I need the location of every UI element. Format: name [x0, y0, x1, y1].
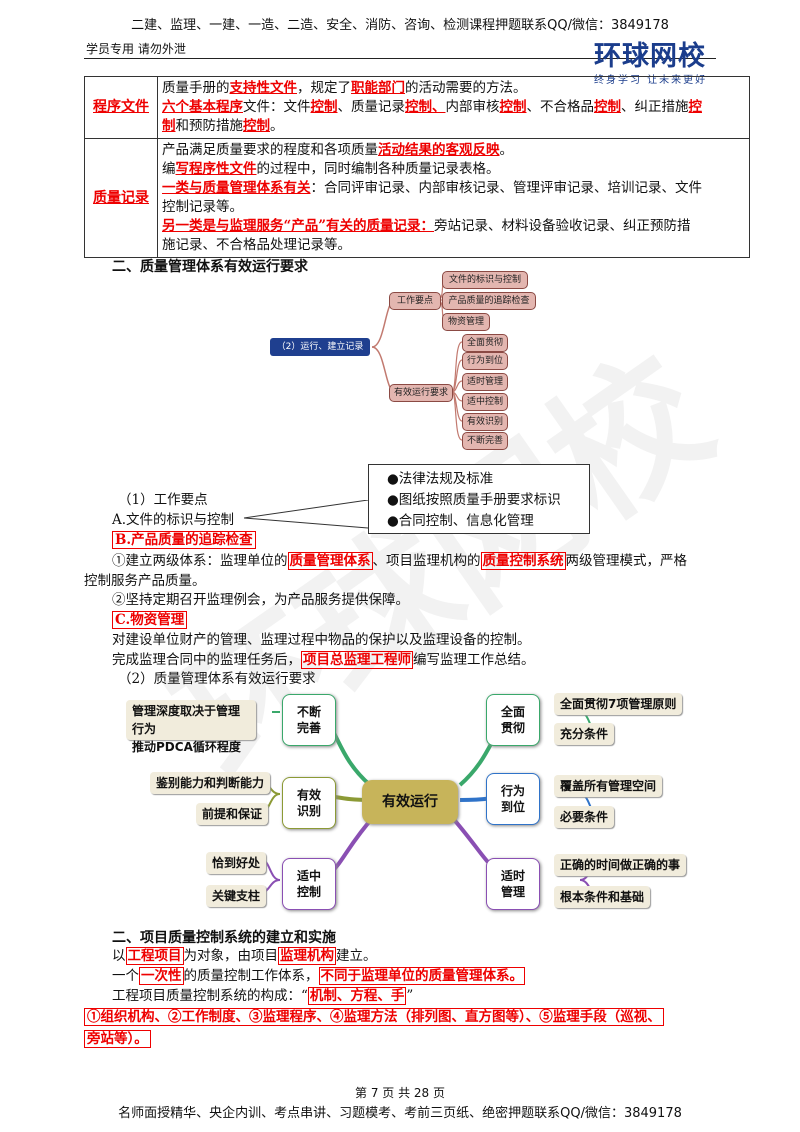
mindmap-leaf: 有效识别: [462, 413, 508, 431]
work-point-b1: ①建立两级体系：监理单位的质量管理体系、项目监理机构的质量控制系统两级管理模式，…: [112, 552, 687, 570]
mindmap-leaf: 不断完善: [462, 432, 508, 450]
work-point-c1: 对建设单位财产的管理、监理过程中物品的保护以及监理设备的控制。: [112, 632, 531, 648]
mindmap-leaf: 鉴别能力和判断能力: [150, 772, 271, 794]
mindmap-leaf: 前提和保证: [196, 803, 269, 825]
row-content-program-docs: 质量手册的支持性文件，规定了职能部门的活动需要的方法。 六个基本程序文件：文件控…: [157, 76, 750, 139]
mindmap-leaf: 产品质量的追踪检查: [442, 292, 536, 310]
section-title-2: 二、项目质量控制系统的建立和实施: [112, 930, 336, 946]
section2-line2: 一个一次性的质量控制工作体系，不同于监理单位的质量管理体系。: [112, 967, 525, 985]
work-point-c2: 完成监理合同中的监理任务后，项目总监理工程师编写监理工作总结。: [112, 651, 535, 669]
mindmap-node-improve: 不断 完善: [282, 694, 336, 746]
mindmap-node-comprehensive: 全面 贯彻: [486, 694, 540, 746]
mindmap-leaf: 充分条件: [554, 723, 615, 745]
mindmap-node-identify: 有效 识别: [282, 777, 336, 829]
mindmap-leaf: 物资管理: [442, 313, 490, 331]
callout-pointer: [243, 500, 369, 529]
mindmap-center-node: 有效运行: [362, 780, 458, 824]
row-content-quality-records: 产品满足质量要求的程度和各项质量活动结果的客观反映。 编写程序性文件的过程中，同…: [157, 138, 750, 258]
table-row: 程序文件 质量手册的支持性文件，规定了职能部门的活动需要的方法。 六个基本程序文…: [84, 76, 750, 139]
work-points-sub2: （2）质量管理体系有效运行要求: [118, 671, 316, 687]
mindmap-leaf: 覆盖所有管理空间: [554, 775, 663, 797]
callout-box: ●法律法规及标准 ●图纸按照质量手册要求标识 ●合同控制、信息化管理: [368, 464, 590, 534]
footer-banner: 名师面授精华、央企内训、考点串讲、习题模考、考前三页纸、绝密押题联系QQ/微信：…: [118, 1106, 682, 1121]
work-point-b2: ②坚持定期召开监理例会，为产品服务提供保障。: [112, 592, 409, 608]
mindmap-leaf: 适时管理: [462, 373, 508, 391]
section2-line5: 旁站等）。: [84, 1029, 151, 1049]
table-row: 质量记录 产品满足质量要求的程度和各项质量活动结果的客观反映。 编写程序性文件的…: [84, 138, 750, 258]
section2-line4: ①组织机构、②工作制度、③监理程序、④监理方法（排列图、直方图等）、⑤监理手段（…: [84, 1007, 744, 1027]
mindmap-leaf: 全面贯彻7项管理原则: [554, 693, 683, 715]
mindmap-branch-work-points: 工作要点: [389, 292, 441, 310]
callout-item: ●图纸按照质量手册要求标识: [387, 492, 561, 508]
mindmap-leaf: 必要条件: [554, 806, 615, 828]
mindmap-node-timely: 适时 管理: [486, 858, 540, 910]
callout-item: ●合同控制、信息化管理: [387, 513, 534, 529]
document-table: 程序文件 质量手册的支持性文件，规定了职能部门的活动需要的方法。 六个基本程序文…: [84, 76, 750, 258]
work-points-heading: （1）工作要点: [118, 492, 208, 508]
mindmap-leaf: 全面贯彻: [462, 334, 508, 352]
section-title-1: 二、质量管理体系有效运行要求: [112, 259, 308, 275]
mindmap-leaf: 行为到位: [462, 352, 508, 370]
callout-item: ●法律法规及标准: [387, 471, 494, 487]
work-point-b: B.产品质量的追踪检查: [112, 530, 256, 550]
header-banner: 二建、监理、一建、一造、二造、安全、消防、咨询、检测课程押题联系QQ/微信：38…: [131, 18, 669, 33]
mindmap-node-conduct: 行为 到位: [486, 773, 540, 825]
small-mindmap-root: （2）运行、建立记录: [270, 338, 370, 356]
section2-line3: 工程项目质量控制系统的构成：“机制、方程、手”: [112, 987, 414, 1005]
header-note: 学员专用 请勿外泄: [86, 42, 186, 56]
mindmap-leaf: 关键支柱: [206, 885, 267, 907]
mindmap-leaf: 适中控制: [462, 393, 508, 411]
logo-title: 环球网校: [594, 41, 706, 72]
section2-line1: 以工程项目为对象，由项目监理机构建立。: [112, 947, 377, 965]
mindmap-node-moderate: 适中 控制: [282, 858, 336, 910]
header-divider: [84, 58, 716, 59]
mindmap-branch-requirements: 有效运行要求: [389, 384, 453, 402]
work-point-a: A.文件的标识与控制: [112, 512, 235, 528]
work-point-b1-cont: 控制服务产品质量。: [84, 573, 206, 589]
row-label-quality-records: 质量记录: [84, 138, 158, 258]
mindmap-leaf: 恰到好处: [206, 852, 267, 874]
row-label-program-docs: 程序文件: [84, 76, 158, 139]
mindmap-leaf: 根本条件和基础: [554, 886, 651, 908]
mindmap-leaf: 文件的标识与控制: [442, 271, 528, 289]
page-number: 第 7 页 共 28 页: [355, 1086, 445, 1100]
work-point-c: C.物资管理: [112, 610, 188, 630]
mindmap-leaf: 管理深度取决于管理行为 推动PDCA循环程度: [126, 700, 256, 754]
mindmap-leaf: 正确的时间做正确的事: [554, 854, 687, 876]
